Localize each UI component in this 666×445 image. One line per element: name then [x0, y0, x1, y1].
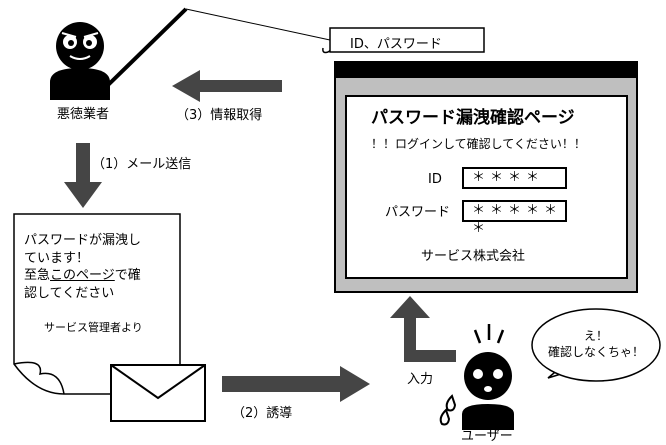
user-label: ユーザー	[461, 429, 513, 444]
company-label: サービス株式会社	[421, 249, 526, 264]
phishing-title: パスワード漏洩確認ページ	[371, 108, 575, 128]
arrow-step3	[172, 70, 282, 102]
id-password-label: ID、パスワード	[350, 37, 442, 52]
speech-line1: え！	[583, 329, 608, 343]
fishing-rod	[104, 7, 188, 89]
step3-label: （3）情報取得	[176, 108, 263, 123]
speech-text: え！ 確認しなくちゃ！	[536, 328, 656, 360]
envelope-icon	[110, 364, 206, 422]
email-body: パスワードが漏洩し ています！ 至急このページで確 認してください	[24, 232, 174, 302]
step1-label: （1）メール送信	[92, 157, 192, 172]
password-label: パスワード	[385, 205, 451, 220]
email-line3: 至急このページで確	[24, 267, 174, 285]
id-password-box	[329, 27, 485, 53]
id-label: ID	[428, 172, 442, 187]
sweat-drops-icon	[439, 394, 457, 426]
arrow-step2	[222, 366, 370, 402]
email-signature: サービス管理者より	[44, 321, 143, 334]
id-input[interactable]: ＊＊＊＊	[462, 167, 567, 189]
speech-line2: 確認しなくちゃ！	[547, 345, 644, 360]
speech-bubble	[531, 308, 661, 382]
step2-label: （2）誘導	[232, 406, 293, 421]
email-line1: パスワードが漏洩し	[24, 233, 142, 248]
user-icon	[462, 324, 514, 430]
villain-icon	[50, 22, 110, 100]
arrow-step1	[64, 143, 102, 208]
email-line4: 認してください	[24, 285, 115, 301]
password-input[interactable]: ＊＊＊＊＊＊	[462, 200, 567, 236]
email-link[interactable]: このページ	[50, 268, 115, 284]
phishing-subtitle: ！！ログインして確認してください！！	[371, 137, 586, 151]
email-line3-suffix: で確	[114, 268, 141, 284]
fishing-line	[185, 8, 331, 41]
villain-label: 悪徳業者	[57, 107, 110, 122]
input-label: 入力	[407, 372, 434, 387]
arrow-input	[390, 296, 456, 362]
email-line2: ています！	[24, 250, 90, 266]
email-line3-prefix: 至急	[24, 268, 51, 284]
page-curl	[13, 361, 65, 395]
